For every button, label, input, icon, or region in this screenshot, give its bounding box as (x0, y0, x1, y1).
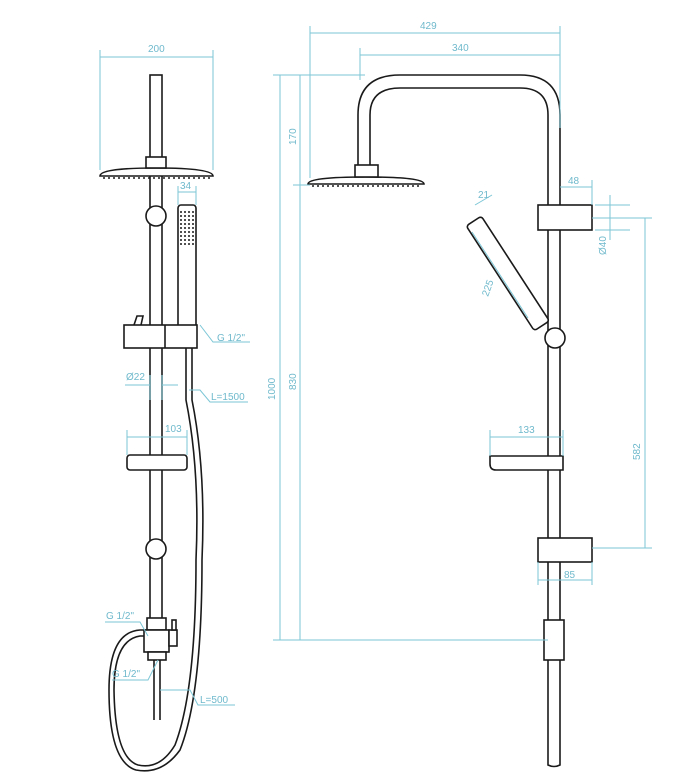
nozzle-dot (192, 219, 194, 221)
nozzle-dot (180, 231, 182, 233)
nozzle-dot (188, 239, 190, 241)
upper-rail-clamp (145, 205, 167, 227)
diverter-knob (168, 629, 178, 647)
dim-bracket-diameter: Ø40 (598, 236, 609, 255)
diverter-body (143, 629, 170, 653)
long-hose-inner (108, 348, 204, 772)
nozzle-dot (184, 219, 186, 221)
front-view (99, 74, 214, 772)
nozzle-dot (180, 235, 182, 237)
nozzle-dot (192, 231, 194, 233)
upper-wall-bracket (537, 204, 593, 231)
holder-lever (133, 315, 144, 326)
nozzle-dot (192, 235, 194, 237)
nozzle-dot (184, 211, 186, 213)
side-soap-tray (489, 455, 564, 471)
nozzle-dot (188, 243, 190, 245)
nozzle-dot (184, 223, 186, 225)
nozzle-dot (180, 215, 182, 217)
nozzle-dot (184, 231, 186, 233)
dim-bracket-depth: 48 (568, 176, 580, 187)
dim-tray-width: 103 (165, 424, 182, 435)
dim-arm-reach: 340 (452, 43, 469, 54)
lower-wall-bracket (537, 537, 593, 563)
dim-total-width: 429 (420, 21, 437, 32)
nozzle-dot (188, 235, 190, 237)
lower-rail-clamp (145, 538, 167, 560)
side-pipe-bottom (547, 700, 561, 768)
label-diverter-thread-top: G 1/2" (106, 611, 134, 622)
nozzle-dot (192, 211, 194, 213)
diverter-top-nut (146, 617, 167, 631)
side-shower-head (307, 176, 425, 185)
nozzle-dot (188, 227, 190, 229)
nozzle-dot (192, 215, 194, 217)
diverter-lever (171, 619, 177, 631)
nozzle-dot (180, 227, 182, 229)
side-view (307, 74, 593, 768)
dimensions: 200 429 340 1000 170 830 34 48 Ø40 21 22… (99, 21, 652, 706)
dim-total-height: 1000 (267, 377, 278, 400)
nozzle-dot (192, 223, 194, 225)
dim-tray-depth: 133 (518, 425, 535, 436)
nozzle-dot (188, 211, 190, 213)
label-diverter-thread-bottom: G 1/2" (112, 669, 140, 680)
nozzle-dot (192, 243, 194, 245)
label-holder-thread: G 1/2" (217, 333, 245, 344)
nozzle-dot (192, 227, 194, 229)
nozzle-dot (180, 223, 182, 225)
head-connector (145, 156, 167, 169)
nozzle-dot (184, 239, 186, 241)
nozzle-dot (184, 243, 186, 245)
overhead-shower-head (99, 167, 214, 177)
short-hose (153, 660, 161, 720)
handshower-nozzles (180, 211, 194, 245)
side-head-connector (354, 164, 379, 178)
dim-pipe-diameter: Ø22 (126, 372, 145, 383)
shower-arm (357, 74, 561, 700)
dim-handshower-length: 225 (480, 278, 496, 298)
nozzle-dot (180, 211, 182, 213)
nozzle-dot (180, 243, 182, 245)
label-hose-short: L=500 (200, 695, 229, 706)
handshower-holder (123, 324, 198, 349)
nozzle-dot (188, 223, 190, 225)
label-hose-long: L=1500 (211, 392, 245, 403)
side-handshower (466, 216, 550, 331)
side-rail-clamp (544, 327, 566, 349)
soap-tray (126, 454, 188, 471)
nozzle-dot (188, 215, 190, 217)
nozzle-dot (188, 231, 190, 233)
nozzle-dot (180, 239, 182, 241)
dim-bracket-spacing: 582 (632, 443, 643, 460)
dim-handshower-width: 34 (180, 181, 192, 192)
dim-rail-height: 830 (288, 373, 299, 390)
long-hose (113, 348, 198, 767)
diverter-outlet-nut (147, 651, 167, 661)
dim-head-width: 200 (148, 44, 165, 55)
nozzle-dot (184, 235, 186, 237)
nozzle-dot (192, 239, 194, 241)
dim-arm-height: 170 (288, 128, 299, 145)
dim-handshower-depth: 21 (478, 190, 490, 201)
nozzle-dot (180, 219, 182, 221)
nozzle-dot (188, 219, 190, 221)
dim-lower-bracket-depth: 85 (564, 570, 576, 581)
nozzle-dot (184, 227, 186, 229)
nozzle-dot (184, 215, 186, 217)
